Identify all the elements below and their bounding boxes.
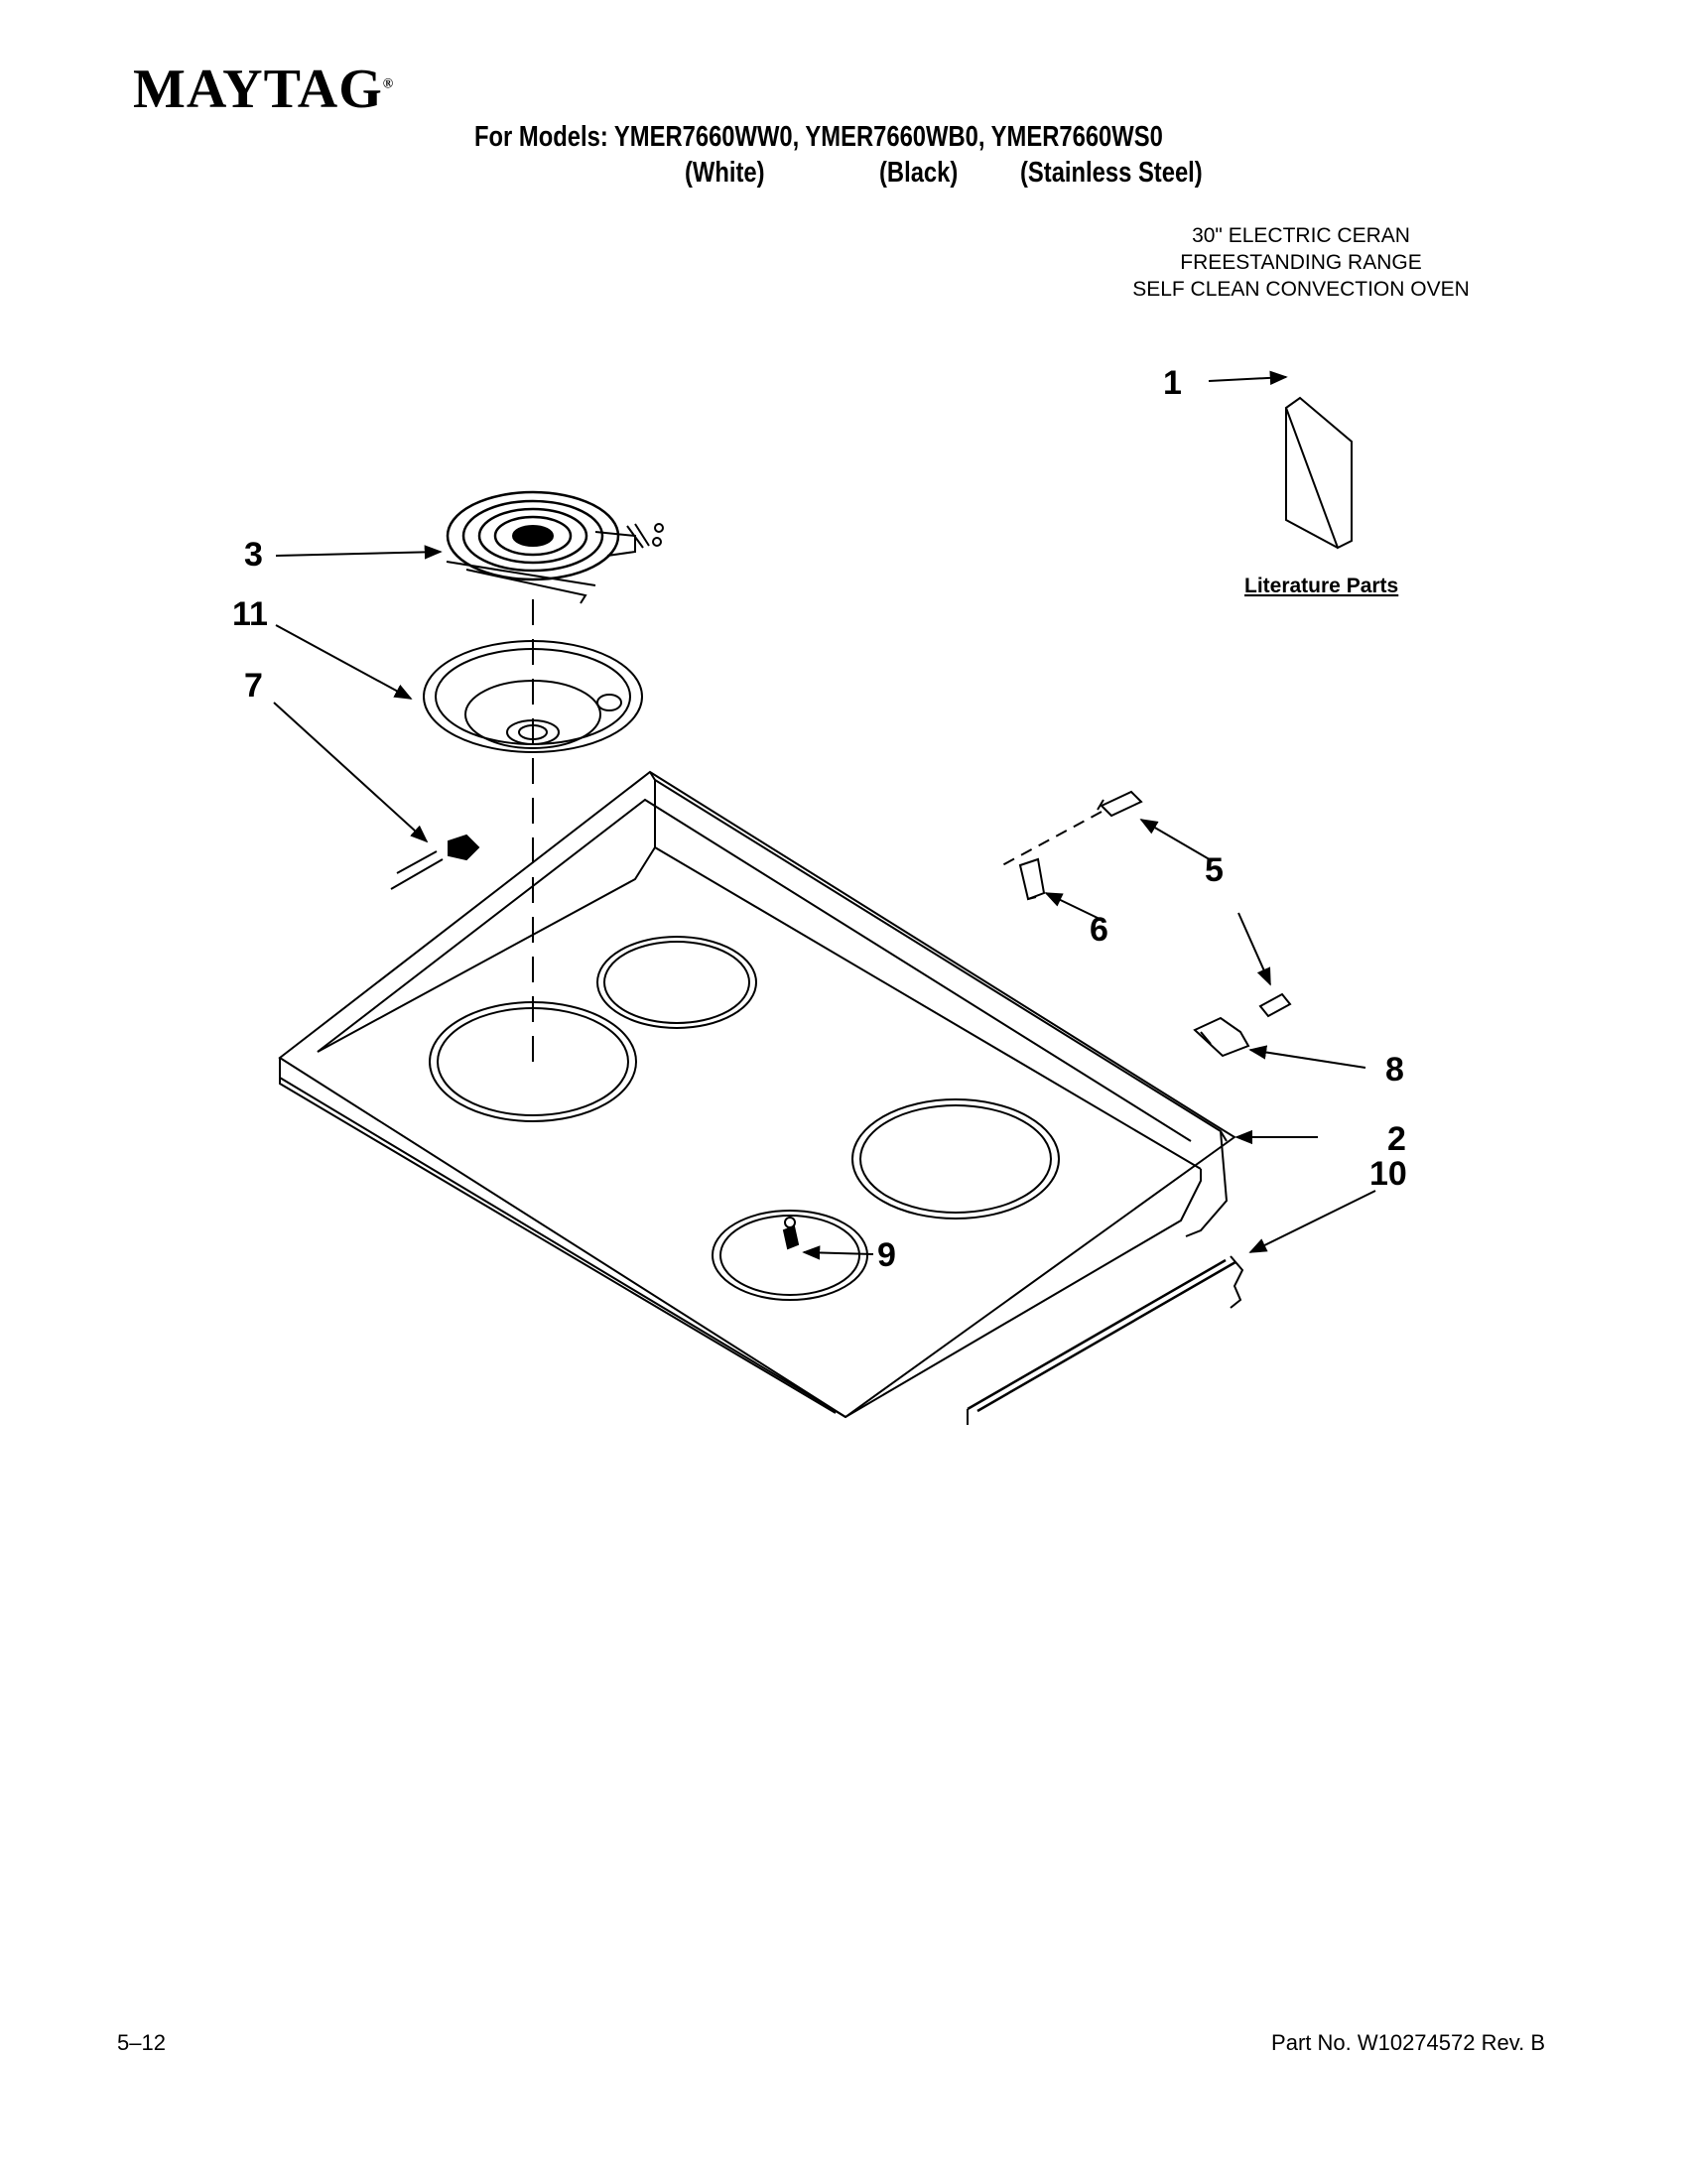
page-number: 5–12: [117, 2030, 166, 2055]
variant-stainless: (Stainless Steel): [1020, 157, 1203, 189]
burner-screw: [782, 1217, 800, 1250]
brand-logo: MAYTAG®: [133, 59, 395, 120]
cooktop-main-top: [278, 770, 1236, 1419]
element-receptacle: [390, 834, 480, 890]
leader-5-lower: [1237, 912, 1271, 986]
variant-white: (White): [685, 157, 765, 189]
callout-5: 5: [1205, 851, 1224, 889]
mounting-screw-upper: [1097, 790, 1143, 818]
leader-7: [273, 702, 429, 843]
literature-parts-label: Literature Parts: [1244, 575, 1398, 597]
callout-8: 8: [1385, 1051, 1404, 1089]
callout-9: 9: [877, 1236, 896, 1274]
description-line: FREESTANDING RANGE: [1180, 251, 1422, 274]
callout-7: 7: [244, 667, 263, 705]
callout-6: 6: [1090, 911, 1108, 949]
leader-1: [1208, 370, 1288, 386]
leader-5-upper: [1139, 819, 1214, 862]
models-line: For Models: YMER7660WW0, YMER7660WB0, YM…: [474, 121, 1163, 153]
leader-9: [802, 1245, 874, 1260]
literature-booklet: [1284, 396, 1353, 550]
mounting-clip: [1018, 857, 1046, 901]
burner-opening-rear-left: [596, 936, 757, 1029]
callout-1: 1: [1163, 364, 1182, 402]
burner-opening-rear-right: [712, 1210, 868, 1301]
burner-opening-front-right: [851, 1098, 1060, 1220]
leader-3: [275, 545, 443, 560]
description-line: SELF CLEAN CONVECTION OVEN: [1132, 278, 1470, 301]
mounting-bracket: [1193, 1016, 1250, 1058]
surface-element: [446, 490, 664, 604]
leader-6: [1044, 892, 1101, 920]
product-description: 30" ELECTRIC CERAN FREESTANDING RANGE SE…: [1073, 222, 1529, 303]
callout-2: 2: [1387, 1120, 1406, 1158]
description-line: 30" ELECTRIC CERAN: [1192, 224, 1410, 247]
callout-11: 11: [232, 595, 268, 633]
leader-10: [1248, 1190, 1376, 1253]
mounting-screw-lower: [1258, 992, 1292, 1018]
leader-11: [275, 624, 413, 700]
variant-black: (Black): [879, 157, 959, 189]
callout-10: 10: [1369, 1155, 1407, 1193]
callout-3: 3: [244, 536, 263, 574]
leader-8: [1248, 1045, 1366, 1069]
support-rod: [967, 1255, 1244, 1425]
part-number: Part No. W10274572 Rev. B: [1271, 2030, 1545, 2055]
